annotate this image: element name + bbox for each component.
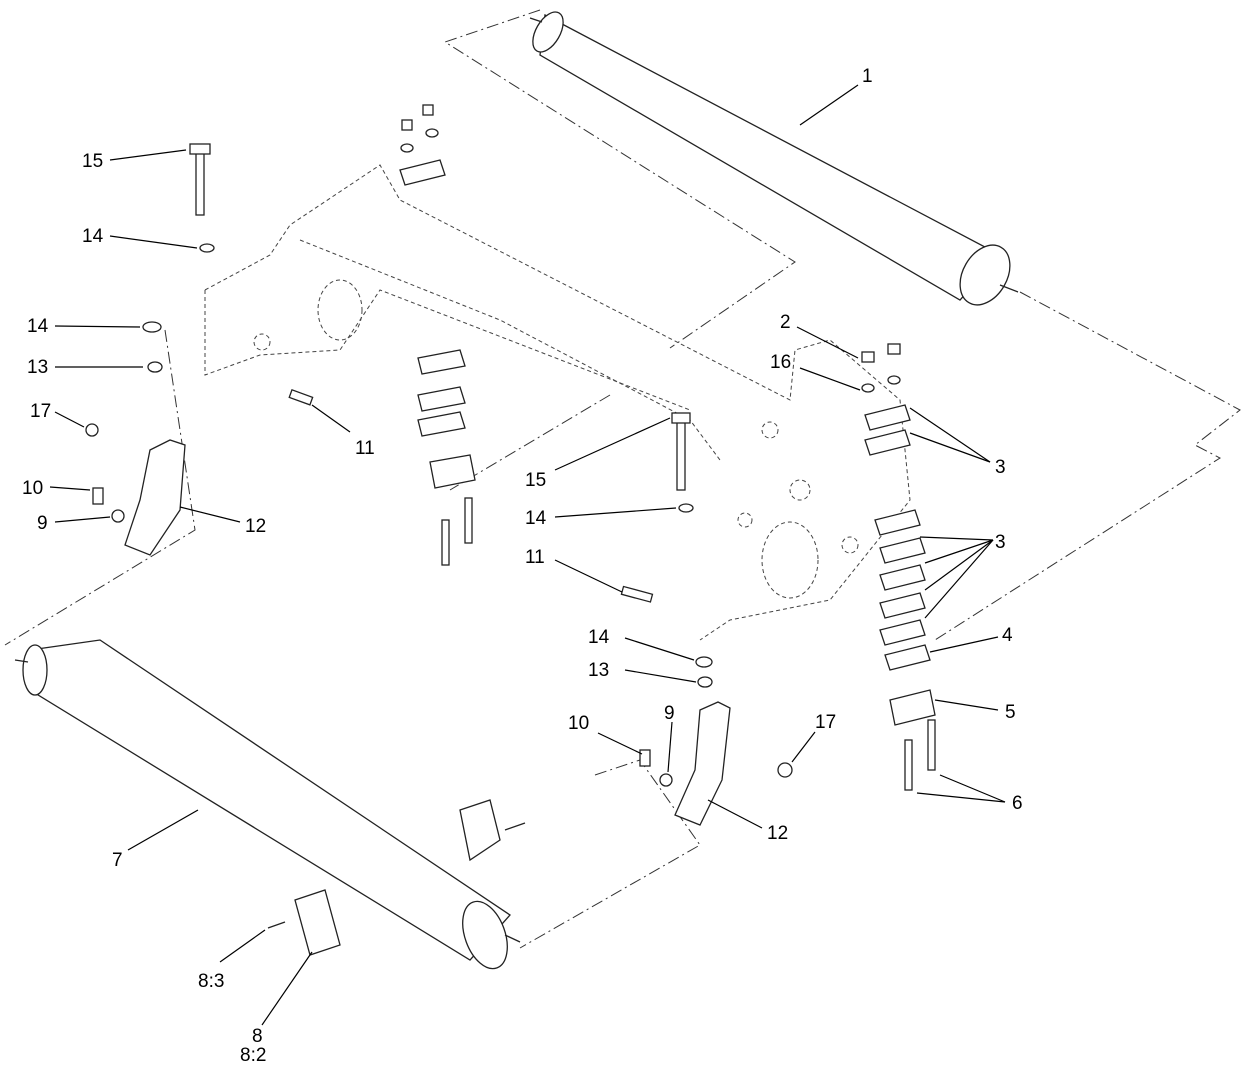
right-upper-clamp-stack bbox=[861, 343, 911, 456]
left-bolt-15 bbox=[189, 143, 215, 253]
leader-lines bbox=[49, 84, 1006, 1026]
callout-13-left: 13 bbox=[27, 357, 48, 378]
callout-7: 7 bbox=[112, 850, 123, 871]
callout-1: 1 bbox=[862, 66, 873, 87]
callout-14-left-lower: 14 bbox=[27, 316, 49, 337]
callout-4: 4 bbox=[1002, 625, 1013, 646]
callout-17-right: 17 bbox=[815, 712, 836, 733]
assembly-lines bbox=[4, 9, 1241, 949]
callout-2: 2 bbox=[780, 312, 791, 333]
callout-10-left: 10 bbox=[22, 478, 43, 499]
callout-11-right: 11 bbox=[525, 547, 545, 568]
left-bracket-stack bbox=[85, 321, 186, 556]
callout-15-right: 15 bbox=[525, 470, 546, 491]
callout-3-upper: 3 bbox=[995, 457, 1006, 478]
roller-frame bbox=[204, 164, 911, 641]
center-clamp-stack bbox=[288, 104, 476, 566]
callout-8-3: 8:3 bbox=[198, 971, 224, 992]
right-lower-clamp-stack bbox=[874, 509, 936, 791]
callout-16: 16 bbox=[770, 352, 791, 373]
callout-12-right: 12 bbox=[767, 823, 788, 844]
callout-11-left: 11 bbox=[355, 438, 375, 459]
front-roller bbox=[529, 11, 1019, 306]
callout-17-left: 17 bbox=[30, 401, 51, 422]
callout-8: 8 bbox=[252, 1026, 263, 1047]
callout-13-right: 13 bbox=[588, 660, 609, 681]
callout-10-right: 10 bbox=[568, 713, 589, 734]
callout-9-left: 9 bbox=[37, 513, 48, 534]
callout-labels: 1 2 16 3 3 4 5 6 15 14 14 13 17 10 9 12 … bbox=[22, 66, 1023, 1066]
callout-14-left-upper: 14 bbox=[82, 226, 104, 247]
callout-8-2: 8:2 bbox=[240, 1045, 266, 1066]
callout-12-left: 12 bbox=[245, 516, 266, 537]
callout-3-lower: 3 bbox=[995, 532, 1006, 553]
rear-roller bbox=[14, 639, 526, 970]
callout-9-right: 9 bbox=[664, 703, 675, 724]
callout-14-right-upper: 14 bbox=[525, 508, 547, 529]
right-bracket-stack bbox=[620, 412, 793, 826]
callout-14-right-lower: 14 bbox=[588, 627, 610, 648]
callout-6: 6 bbox=[1012, 793, 1023, 814]
callout-15-left: 15 bbox=[82, 151, 103, 172]
callout-5: 5 bbox=[1005, 702, 1016, 723]
